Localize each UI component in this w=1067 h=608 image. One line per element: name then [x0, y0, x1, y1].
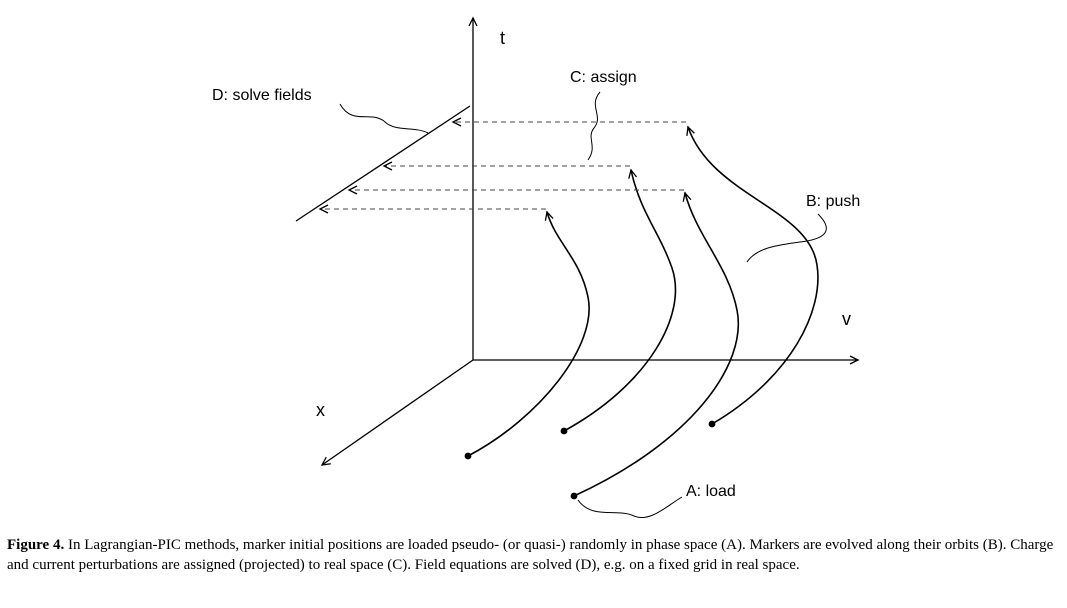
x-axis-label: x	[316, 400, 325, 420]
figure-label: Figure 4.	[7, 537, 65, 553]
trajectory-3	[573, 191, 740, 497]
x-axis	[320, 359, 474, 466]
push-leader	[746, 213, 827, 263]
v-axis-label: v	[842, 309, 851, 329]
real-space-grid-line	[295, 105, 471, 222]
trajectory-4	[686, 125, 819, 425]
trajectory-2	[563, 168, 677, 432]
trajectory-1	[467, 210, 590, 457]
solve-fields-leader	[339, 103, 429, 134]
push-label: B: push	[806, 193, 860, 210]
assign-leader	[587, 91, 601, 161]
solve-fields-label: D: solve fields	[212, 87, 312, 104]
figure-caption: Figure 4. In Lagrangian-PIC methods, mar…	[0, 532, 1067, 576]
marker-dot-1	[464, 452, 472, 460]
assign-label: C: assign	[570, 69, 637, 86]
t-axis-label: t	[500, 28, 505, 48]
marker-dot-4	[708, 420, 716, 428]
pic-phase-space-diagram: t v x C: assign D: solve fields B: push …	[212, 16, 860, 519]
marker-dot-2	[560, 427, 568, 435]
load-leader	[577, 496, 683, 519]
figure-caption-text: In Lagrangian-PIC methods, marker initia…	[7, 537, 1054, 573]
marker-dot-3	[570, 492, 578, 500]
load-label: A: load	[686, 483, 736, 500]
